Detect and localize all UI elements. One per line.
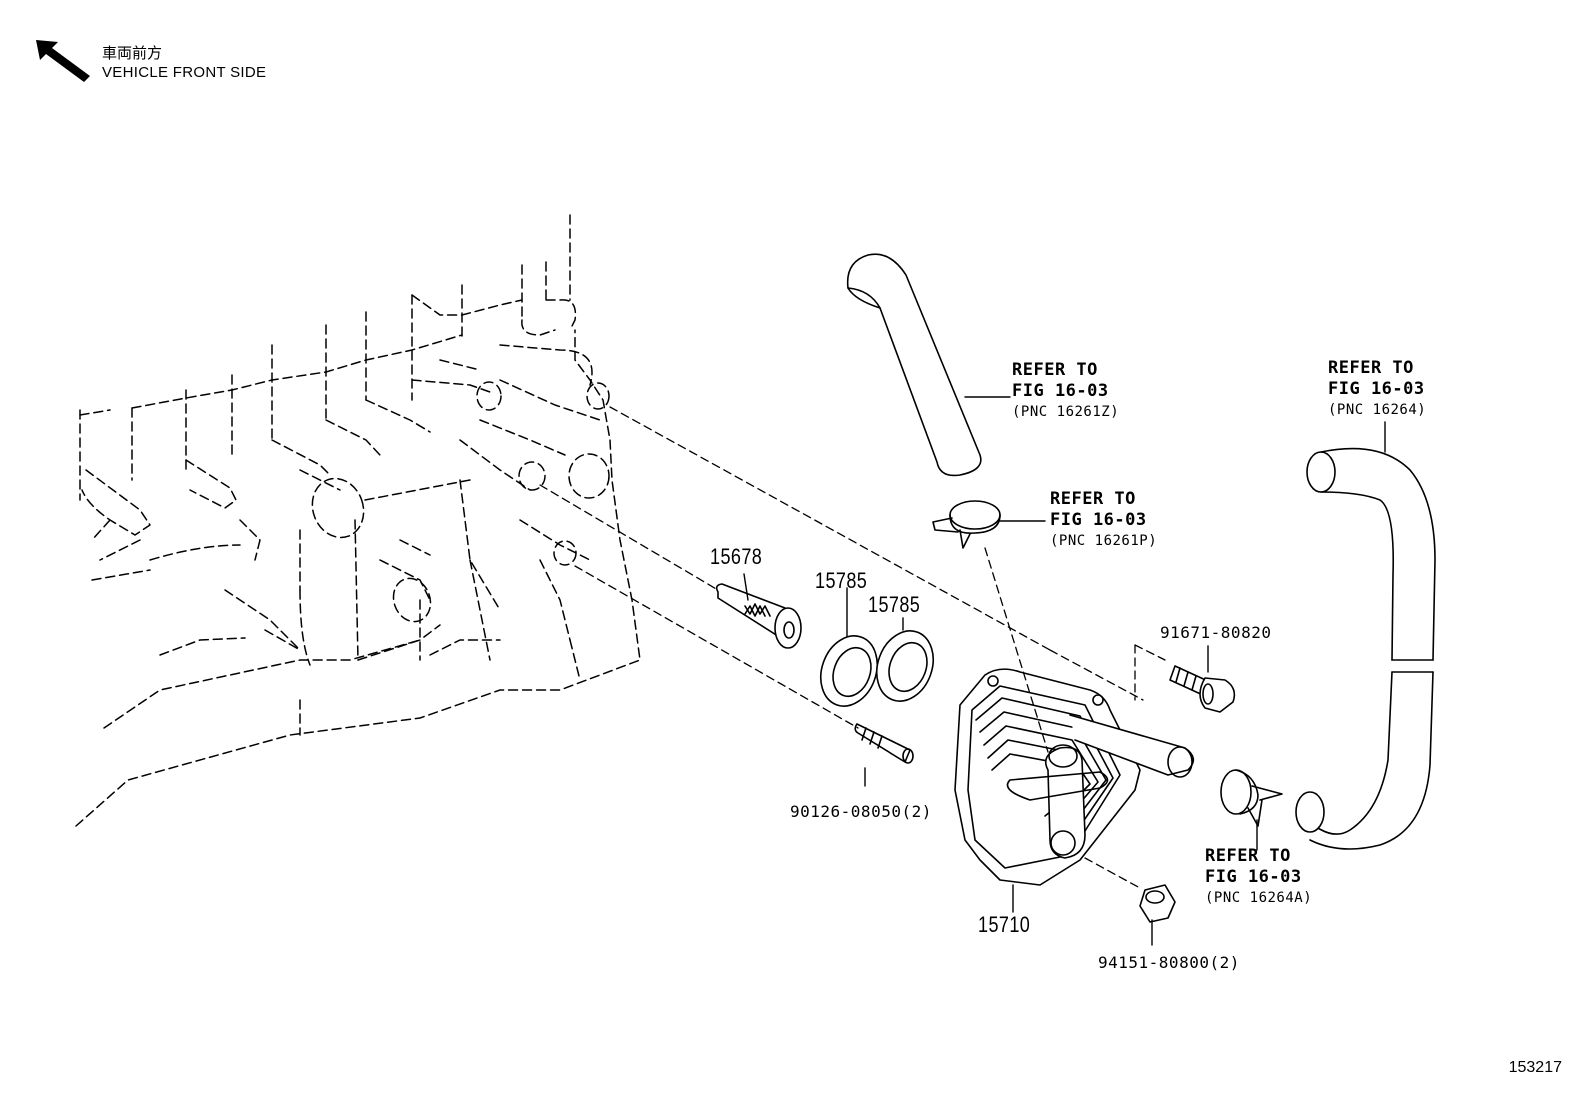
refer-line: REFER TO: [1205, 846, 1291, 866]
part-label-91671-80820: 91671-80820: [1160, 623, 1272, 642]
refer-pnc: (PNC 16261Z): [1012, 404, 1120, 420]
refer-callout-16264: REFER TO FIG 16-03 (PNC 16264): [1328, 358, 1426, 421]
refer-pnc: (PNC 16264): [1328, 402, 1427, 418]
part-label-15710: 15710: [978, 912, 1031, 937]
refer-line: REFER TO: [1050, 489, 1136, 509]
clamp-16264a: [1220, 769, 1283, 827]
valve-15678: [715, 583, 802, 649]
stud-90126-08050: [854, 723, 914, 764]
orientation-label-jp: 車両前方: [102, 44, 163, 62]
arrow-up-left-icon: [36, 40, 90, 82]
bolt-91671-80820: [1169, 665, 1236, 713]
o-ring-15785-a: [819, 635, 879, 707]
engine-block-outline: [75, 214, 641, 827]
refer-callout-16264a: REFER TO FIG 16-03 (PNC 16264A): [1205, 846, 1312, 909]
refer-pnc: (PNC 16261P): [1050, 533, 1158, 549]
hose-16261z: [846, 253, 982, 477]
clamp-16261p: [932, 500, 1001, 549]
refer-figure: FIG 16-03: [1050, 510, 1147, 530]
part-label-15678: 15678: [710, 544, 763, 569]
refer-pnc: (PNC 16264A): [1205, 890, 1313, 906]
nut-94151-80800: [1139, 884, 1176, 923]
refer-callout-16261z: REFER TO FIG 16-03 (PNC 16261Z): [1012, 360, 1119, 423]
refer-figure: FIG 16-03: [1205, 867, 1302, 887]
part-label-15785-a: 15785: [815, 568, 868, 593]
part-label-94151-80800: 94151-80800(2): [1098, 953, 1240, 972]
refer-callout-16261p: REFER TO FIG 16-03 (PNC 16261P): [1050, 489, 1157, 552]
o-ring-15785-b: [875, 630, 935, 702]
leader-lines: [743, 396, 1386, 946]
illustration-number: 153217: [1508, 1059, 1562, 1076]
assembly-guide-lines: [539, 406, 1166, 889]
refer-figure: FIG 16-03: [1012, 381, 1109, 401]
part-label-15785-b: 15785: [868, 592, 921, 617]
refer-line: REFER TO: [1328, 358, 1414, 378]
refer-line: REFER TO: [1012, 360, 1098, 380]
part-label-90126-08050: 90126-08050(2): [790, 802, 932, 821]
hose-16264: [1295, 447, 1436, 850]
orientation-label-en: VEHICLE FRONT SIDE: [102, 64, 267, 81]
refer-figure: FIG 16-03: [1328, 379, 1425, 399]
oil-cooler-15710: [954, 668, 1195, 886]
